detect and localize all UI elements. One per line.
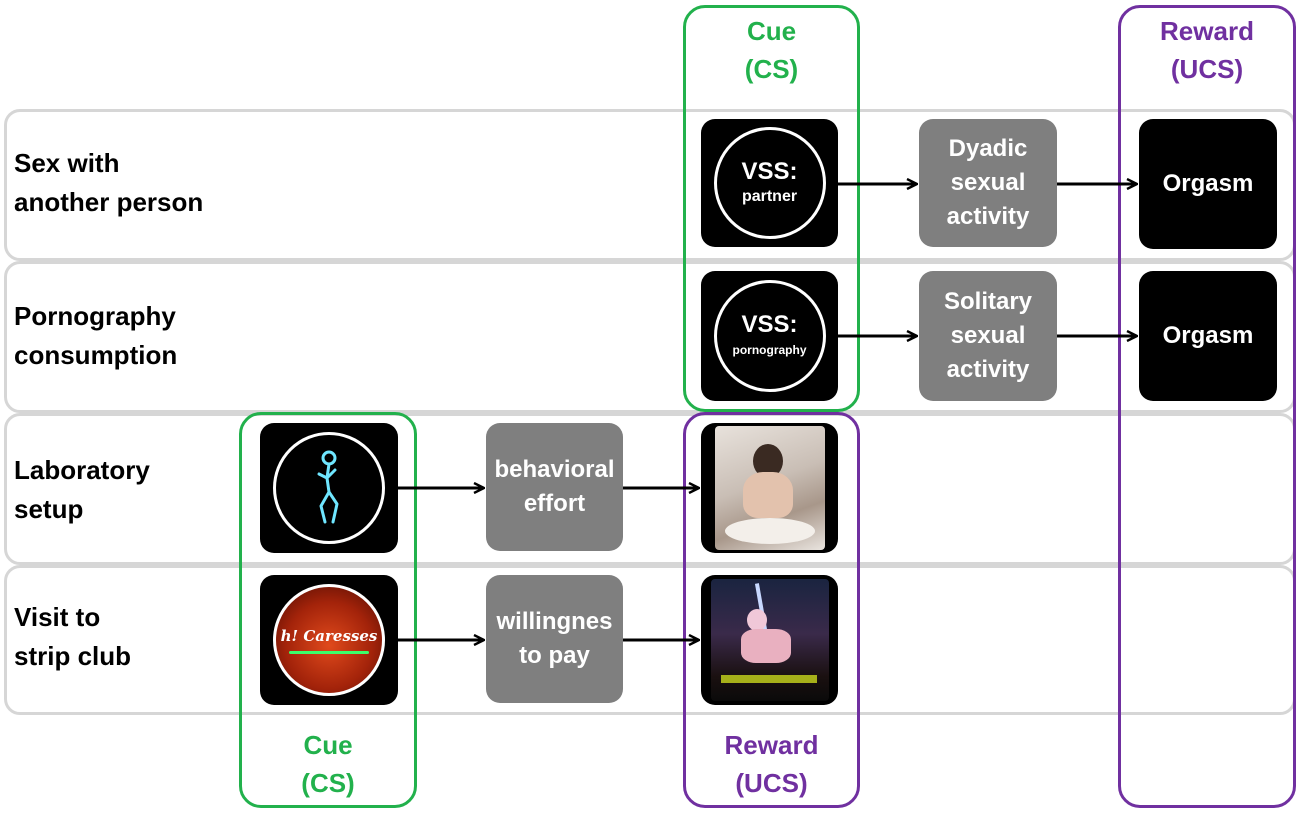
vss-partner-circle: VSS: partner [713,127,826,239]
erotic-photo-image [714,426,825,550]
solitary-sexual-activity-box: Solitary sexual activity [919,271,1057,401]
strip-club-sign-circle: h! Caresses [273,584,385,696]
vss-partner-box: VSS: partner [701,119,838,247]
row-label-laboratory: Laboratory setup [14,455,150,524]
vss-pornography-box: VSS: pornography [701,271,838,401]
reward-ucs-title-top: Reward (UCS) [1160,16,1254,84]
cue-column-top [683,5,860,412]
strip-club-cue-box: h! Caresses [260,575,398,705]
reward-column-bottom [683,412,860,808]
row-label-sex: Sex with another person [14,148,204,217]
cue-column-bottom [239,412,417,808]
cue-cs-title-bottom: Cue (CS) [301,730,355,798]
neon-dancer-icon [317,450,339,524]
erotic-photo-reward-box [701,423,838,553]
cue-cs-title-top: Cue (CS) [744,16,799,84]
vss-pornography-subtitle: pornography [732,343,807,357]
orgasm-box-2: Orgasm [1139,271,1277,401]
behavioral-effort-box: behavioral effort [486,423,623,551]
vss-pornography-circle: VSS: pornography [713,280,826,392]
stripper-photo-reward-box [701,575,838,705]
neon-dancer-cue-box [260,423,398,553]
row-label-pornography: Pornography consumption [14,301,178,370]
row-label-strip-club: Visit to strip club [14,602,132,671]
neon-dancer-circle [273,432,385,544]
willingness-to-pay-box: willingnes to pay [486,575,623,703]
reward-column-right [1118,5,1296,808]
reward-ucs-title-bottom: Reward (UCS) [724,730,819,798]
stripper-photo-image [710,579,829,701]
neon-sign-line [289,650,369,654]
strip-club-sign-text: h! Caresses [280,626,378,645]
vss-pornography-title: VSS: [741,311,798,338]
orgasm-box-1: Orgasm [1139,119,1277,249]
vss-partner-title: VSS: [741,158,798,185]
vss-partner-subtitle: partner [741,188,798,205]
dyadic-sexual-activity-box: Dyadic sexual activity [919,119,1057,247]
